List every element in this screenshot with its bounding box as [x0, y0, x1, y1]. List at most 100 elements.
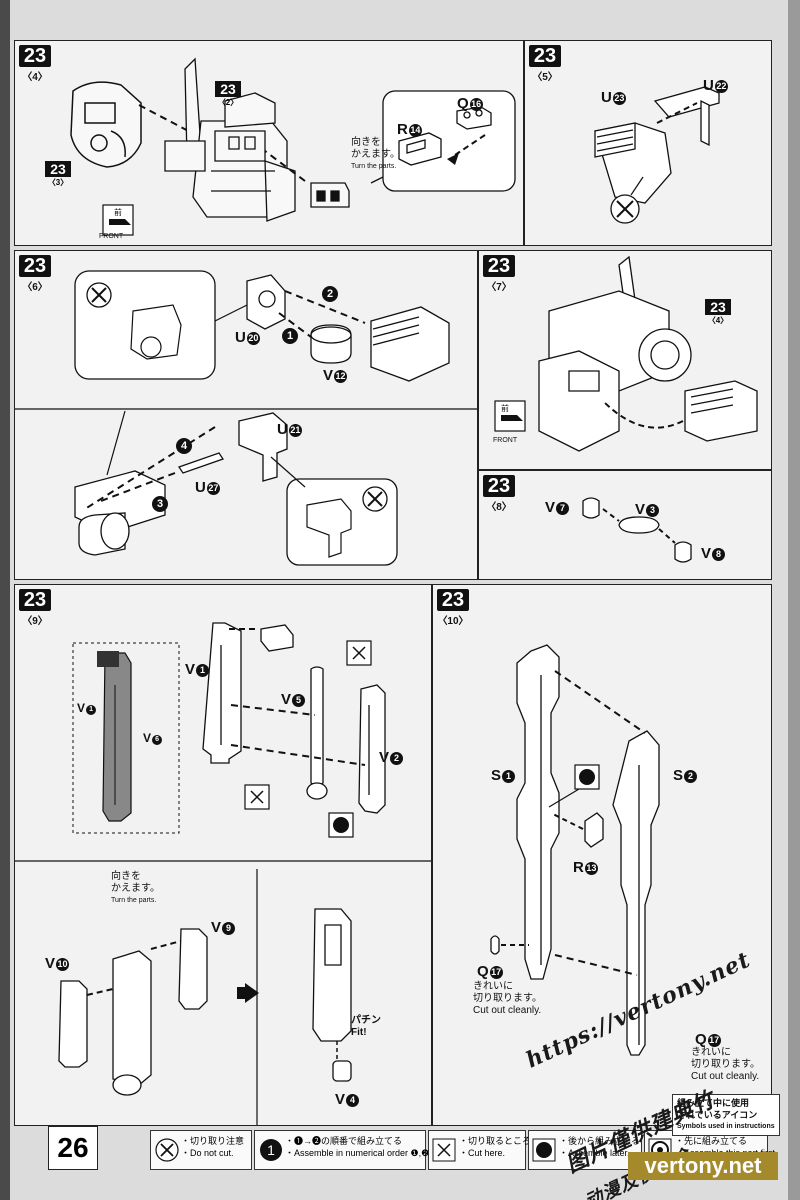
legend-en: ・Cut here.: [459, 1148, 506, 1158]
part-letter: R: [397, 121, 408, 138]
part-u21-illustration: [238, 412, 288, 482]
turn-jp-line2: かえます。: [351, 149, 400, 160]
part-number: 22: [714, 80, 728, 93]
part-letter: V: [701, 545, 712, 562]
legend-numerical-order: 1 ・❶→❷の順番で組み立てる・Assemble in numerical or…: [254, 1130, 437, 1170]
part-number: 17: [489, 966, 503, 979]
part-number: 3: [646, 504, 660, 517]
legend-title-en: Symbols used in instructions: [677, 1123, 775, 1130]
turn-en-text: Turn the parts.: [111, 897, 157, 904]
part-number: 7: [556, 502, 570, 515]
part-letter: V: [45, 955, 56, 972]
shoulder-armor-illustration: [70, 81, 142, 168]
part-letter: V: [185, 661, 196, 678]
step-number: 23: [483, 255, 515, 277]
cut-cleanly-note-2: きれいに 切り取ります。 Cut out cleanly.: [691, 1047, 760, 1083]
step-badge: 23〈6〉: [19, 255, 51, 293]
turn-jp-line2: かえます。: [111, 883, 160, 894]
cut-jp-line1: きれいに: [473, 981, 513, 992]
front-jp: 前: [501, 404, 509, 413]
legend-jp: ・切り取り注意: [181, 1136, 245, 1146]
do-not-cut-icon: [155, 1138, 179, 1162]
part-letter: V: [323, 367, 334, 384]
assembly-diagram-5: [594, 86, 720, 224]
ref-badge-23-4: 23〈4〉: [705, 299, 731, 329]
seq-marker-2: 2: [321, 285, 338, 302]
part-u20-illustration: [246, 274, 286, 330]
part-letter: V: [77, 701, 86, 715]
cut-jp-line1: きれいに: [691, 1047, 731, 1058]
assembly-diagram-10: [490, 644, 660, 1056]
step-sub: 〈6〉: [22, 282, 48, 293]
part-number: 21: [288, 424, 302, 437]
ref-number: 23: [705, 299, 731, 315]
seq-marker-3: 3: [151, 495, 168, 512]
turn-parts-note: 向きを かえます。 Turn the parts.: [111, 871, 160, 907]
cap-part-illustration: [260, 624, 294, 652]
turn-parts-note: 向きを かえます。 Turn the parts.: [351, 137, 400, 173]
part-letter: V: [335, 1091, 346, 1108]
part-u27-illustration: [177, 452, 225, 474]
part-letter: S: [673, 767, 684, 784]
fit-en: Fit!: [351, 1027, 367, 1038]
part-number: 12: [334, 370, 348, 383]
part-v1-illustration: [202, 622, 242, 764]
part-number: 4: [346, 1094, 360, 1107]
sensor-unit-illustration: [310, 182, 350, 208]
step-number: 23: [19, 45, 51, 67]
part-v3-illustration: [618, 516, 660, 534]
cut-en-text: Cut out cleanly.: [691, 1071, 760, 1082]
legend-title-jp1: 組み立て中に使用: [677, 1098, 750, 1108]
cut-here-icon: [432, 1138, 456, 1162]
robot-upper-body-illustration: [538, 255, 692, 452]
step-badge: 23〈10〉: [437, 589, 469, 627]
step-panel-23-6: 23〈6〉: [14, 250, 478, 580]
front-en: FRONT: [493, 437, 518, 444]
thruster-block-illustration: [684, 380, 758, 442]
step-number: 23: [19, 255, 51, 277]
cut-en-text: Cut out cleanly.: [473, 1005, 542, 1016]
part-number: 13: [584, 862, 598, 875]
step-sub: 〈4〉: [22, 72, 48, 83]
legend-assemble-later: ・後から組み立てる・Assemble later.: [528, 1130, 642, 1170]
legend-jp: ・後から組み立てる: [559, 1136, 641, 1146]
fit-jp: パチン: [351, 1015, 381, 1026]
step-panel-23-4: 23〈4〉: [14, 40, 524, 246]
svg-text:1: 1: [267, 1142, 275, 1158]
numerical-order-icon: 1: [260, 1139, 282, 1161]
step-sub: 〈7〉: [486, 282, 512, 293]
assemble-later-icon: [532, 1138, 556, 1162]
step-number: 23: [19, 589, 51, 611]
legend-jp: ・先に組み立てる: [675, 1136, 748, 1146]
part-number: 16: [469, 98, 483, 111]
detail-part-illustration: [130, 304, 182, 360]
page-edge-left: [0, 0, 10, 1200]
step-number: 23: [529, 45, 561, 67]
legend-en: ・Do not cut.: [181, 1148, 234, 1158]
part-letter: R: [573, 859, 584, 876]
legend-title-jp2: されているアイコン: [677, 1110, 758, 1120]
part-s1-illustration: [516, 644, 560, 980]
part-s2-illustration: [612, 730, 660, 1056]
step-sub: 〈9〉: [22, 616, 48, 627]
finished-part-illustration: [312, 908, 352, 1082]
ref-sub: 〈4〉: [707, 316, 729, 325]
thruster-block-illustration: [370, 306, 450, 382]
turn-jp-line1: 向きを: [111, 871, 141, 882]
step-number: 23: [437, 589, 469, 611]
seq-marker-1: 1: [281, 327, 298, 344]
page-number: 26: [48, 1126, 98, 1170]
step-badge: 23〈7〉: [483, 255, 515, 293]
